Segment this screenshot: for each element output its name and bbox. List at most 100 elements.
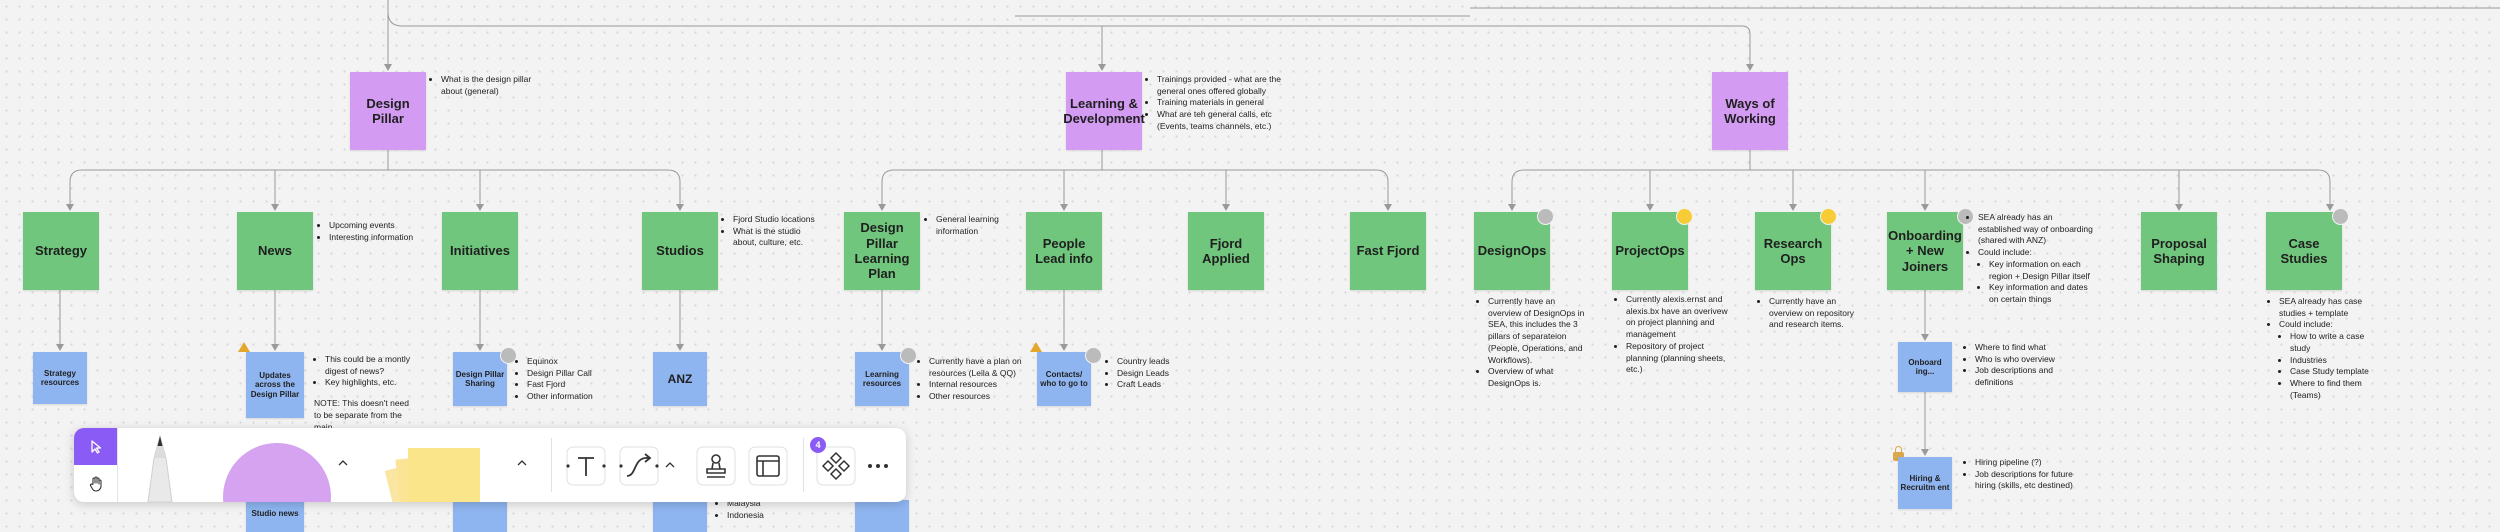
category-strategy[interactable]: Strategy	[23, 212, 99, 290]
sticky-note-tool-button[interactable]	[374, 438, 492, 502]
category-fast-fjord[interactable]: Fast Fjord	[1350, 212, 1426, 290]
user-avatar-icon[interactable]	[1820, 208, 1837, 225]
subnode-contacts[interactable]: Contacts/ who to go to	[1037, 352, 1091, 406]
subnode-label: Strategy resources	[40, 368, 80, 387]
user-avatar-icon[interactable]	[1957, 208, 1974, 225]
components-tool-button[interactable]	[816, 446, 856, 486]
subnode-label: Design Pillar Sharing	[455, 369, 505, 388]
note-item: Could include:	[2279, 319, 2380, 331]
category-designops[interactable]: DesignOps	[1474, 212, 1550, 290]
sticky-note-icon	[384, 448, 480, 502]
lock-icon[interactable]	[1893, 446, 1904, 461]
user-avatar-icon[interactable]	[2332, 208, 2349, 225]
category-people-lead-info[interactable]: People Lead info	[1026, 212, 1102, 290]
note-item: Other information	[527, 391, 612, 403]
user-avatar-icon[interactable]	[1537, 208, 1554, 225]
subnode-hiring[interactable]: Hiring & Recruitm ent	[1898, 457, 1952, 509]
chevron-up-icon	[517, 460, 527, 466]
subnode-dp-sharing[interactable]: Design Pillar Sharing	[453, 352, 507, 406]
stamp-icon	[696, 446, 736, 486]
pillar-learning-development[interactable]: Learning & Development	[1063, 72, 1145, 150]
subnode-anz[interactable]: ANZ	[653, 352, 707, 406]
pillar-ways-of-working[interactable]: Ways of Working	[1712, 72, 1788, 150]
category-case-studies[interactable]: Case Studies	[2266, 212, 2342, 290]
note-item: SEA already has an established way of on…	[1978, 212, 2097, 247]
subnode-notes: Where to find what Who is who overview J…	[1964, 342, 2068, 389]
subnode-notes: Currently have a plan on resources (Leil…	[918, 356, 1022, 403]
note-item: Key information on each region + Design …	[1989, 259, 2097, 282]
note-item: Key information and dates on certain thi…	[1989, 282, 2097, 305]
subnode-partial[interactable]	[855, 500, 909, 532]
warning-icon[interactable]	[1030, 342, 1042, 352]
notification-badge[interactable]: 4	[810, 437, 826, 453]
connector-options-chevron[interactable]	[663, 458, 677, 472]
subnode-label: Onboard ing...	[1908, 357, 1942, 376]
category-projectops[interactable]: ProjectOps	[1612, 212, 1688, 290]
subnode-notes: Equinox Design Pillar Call Fast Fjord Ot…	[516, 356, 612, 403]
category-onboarding[interactable]: Onboarding + New Joiners	[1887, 212, 1963, 290]
note-item: Currently alexis.ernst and alexis.bx hav…	[1626, 294, 1731, 341]
user-avatar-icon[interactable]	[1085, 347, 1102, 364]
category-label: News	[258, 243, 292, 259]
user-avatar-icon[interactable]	[500, 347, 517, 364]
category-notes: Currently have an overview of DesignOps …	[1477, 296, 1589, 390]
shape-options-chevron[interactable]	[336, 456, 350, 470]
subnode-label: Learning resources	[862, 369, 902, 388]
category-notes: General learning information	[925, 214, 1007, 237]
sticky-options-chevron[interactable]	[515, 456, 529, 470]
pillar-notes: Trainings provided - what are the genera…	[1146, 74, 1282, 133]
warning-icon[interactable]	[238, 342, 250, 352]
subnode-studio-news[interactable]: Studio news	[246, 496, 304, 532]
category-label: Initiatives	[450, 243, 510, 259]
category-label: Onboarding + New Joiners	[1888, 228, 1962, 274]
category-news[interactable]: News	[237, 212, 313, 290]
category-research-ops[interactable]: Research Ops	[1755, 212, 1831, 290]
pen-icon	[147, 434, 173, 502]
pen-tool-button[interactable]	[134, 428, 186, 502]
category-proposal-shaping[interactable]: Proposal Shaping	[2141, 212, 2217, 290]
subnode-partial[interactable]	[453, 500, 507, 532]
user-avatar-icon[interactable]	[900, 347, 917, 364]
mode-switcher	[74, 428, 118, 502]
table-tool-button[interactable]	[748, 446, 788, 486]
note-item: Currently have an overview on repository…	[1769, 296, 1868, 331]
shape-tool-button[interactable]	[222, 442, 332, 502]
category-fjord-applied[interactable]: Fjord Applied	[1188, 212, 1264, 290]
note-item: This could be a montly digest of news?	[325, 354, 418, 377]
pillar-notes: What is the design pillar about (general…	[430, 74, 540, 97]
text-icon	[566, 446, 606, 486]
subnode-partial[interactable]	[653, 500, 707, 532]
subnode-learning-resources[interactable]: Learning resources	[855, 352, 909, 406]
subnode-label: Updates across the Design Pillar	[250, 370, 300, 399]
subnode-strategy-resources[interactable]: Strategy resources	[33, 352, 87, 404]
pillar-design-pillar[interactable]: Design Pillar	[350, 72, 426, 150]
connector-tool-button[interactable]	[619, 446, 659, 486]
more-tools-button[interactable]	[864, 454, 892, 478]
stamp-tool-button[interactable]	[696, 446, 736, 486]
category-design-pillar-learning-plan[interactable]: Design Pillar Learning Plan	[844, 212, 920, 290]
subnode-notes: Hiring pipeline (?) Job descriptions for…	[1964, 457, 2076, 492]
note-item: Could include:	[1978, 247, 2097, 259]
note-text: NOTE: This doesn't need to be separate f…	[314, 398, 410, 432]
subnode-notes: Country leads Design Leads Craft Leads	[1106, 356, 1186, 391]
subnode-onboarding[interactable]: Onboard ing...	[1898, 342, 1952, 392]
toolbar-divider	[551, 438, 552, 492]
subnode-updates[interactable]: Updates across the Design Pillar	[246, 352, 304, 418]
note-item: Craft Leads	[1117, 379, 1186, 391]
note-item: SEA already has case studies + template	[2279, 296, 2380, 319]
category-initiatives[interactable]: Initiatives	[442, 212, 518, 290]
note-item: Where to find what	[1975, 342, 2068, 354]
toolbar-divider	[803, 438, 804, 492]
table-icon	[748, 446, 788, 486]
text-tool-button[interactable]	[566, 446, 606, 486]
category-label: DesignOps	[1477, 243, 1547, 259]
category-label: People Lead info	[1035, 235, 1093, 266]
category-notes: SEA already has an established way of on…	[1967, 212, 2097, 306]
hand-tool-button[interactable]	[74, 465, 117, 502]
note-item: Job descriptions for future hiring (skil…	[1975, 469, 2076, 492]
category-studios[interactable]: Studios	[642, 212, 718, 290]
chevron-up-icon	[338, 460, 348, 466]
select-tool-button[interactable]	[74, 428, 117, 465]
user-avatar-icon[interactable]	[1676, 208, 1693, 225]
